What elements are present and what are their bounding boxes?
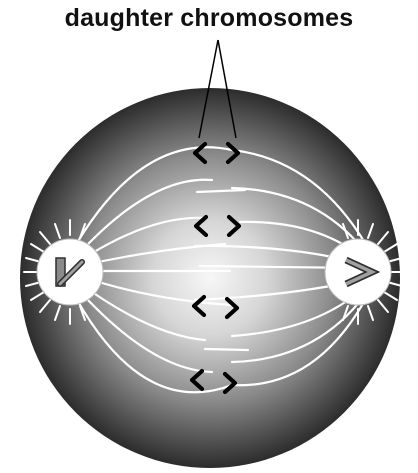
cell-illustration xyxy=(0,0,418,473)
anaphase-diagram: daughter chromosomes xyxy=(0,0,418,473)
